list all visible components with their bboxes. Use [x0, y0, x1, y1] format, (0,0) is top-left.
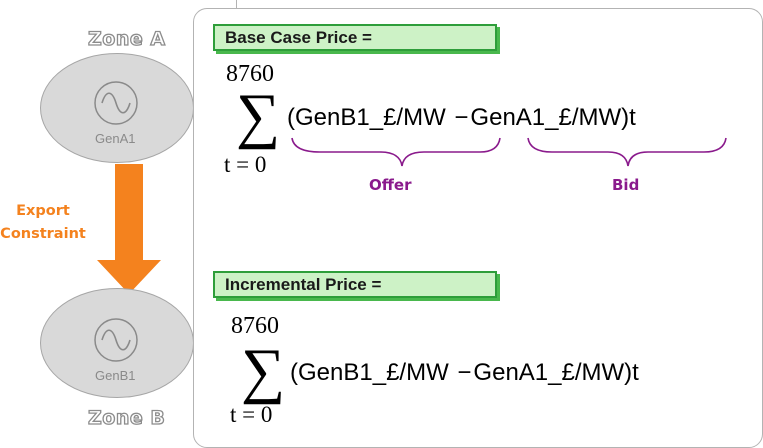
- sine-wave-icon: [94, 81, 138, 125]
- base-term-genb1: GenB1_£/MW: [295, 104, 446, 131]
- incremental-upper-limit: 8760: [231, 313, 279, 339]
- genb1-label: GenB1: [95, 368, 136, 383]
- offer-label: Offer: [369, 176, 412, 194]
- zone-b-label: Zone B: [87, 406, 166, 429]
- base-braces: [291, 137, 727, 167]
- export-label-line1: Export: [16, 203, 70, 219]
- base-close: )t: [621, 104, 636, 131]
- base-lower-limit: t = 0: [224, 152, 267, 177]
- generator-gena1: [40, 53, 194, 163]
- gena1-label: GenA1: [95, 131, 136, 146]
- incremental-term-genb1: GenB1_£/MW: [298, 359, 449, 386]
- base-term-gena1: GenA1_£/MW: [470, 104, 622, 131]
- incremental-formula: (GenB1_£/MW −GenA1_£/MW)t: [290, 359, 639, 387]
- sine-wave-icon: [94, 318, 138, 362]
- zone-a-label: Zone A: [87, 27, 166, 50]
- incremental-lower-limit: t = 0: [230, 402, 273, 427]
- incremental-sum-symbol: ∑: [241, 337, 286, 405]
- incremental-open-paren: (: [290, 359, 298, 386]
- base-minus: −: [454, 104, 469, 131]
- base-sum-symbol: ∑: [236, 82, 281, 150]
- bid-label: Bid: [612, 176, 640, 194]
- formula-panel: [193, 8, 763, 448]
- base-upper-limit: 8760: [226, 61, 274, 87]
- incremental-term-gena1: GenA1_£/MW: [473, 359, 625, 386]
- base-case-title: Base Case Price =: [213, 24, 497, 51]
- base-open-paren: (: [287, 104, 295, 131]
- export-arrow: [97, 164, 161, 294]
- export-label-line2: Constraint: [0, 226, 86, 242]
- incremental-close: )t: [624, 359, 639, 386]
- base-formula: (GenB1_£/MW −GenA1_£/MW)t: [287, 104, 636, 132]
- export-constraint-label: Export Constraint: [0, 200, 86, 246]
- incremental-title: Incremental Price =: [213, 271, 497, 298]
- incremental-minus: −: [457, 359, 472, 386]
- connector-line: [236, 0, 237, 8]
